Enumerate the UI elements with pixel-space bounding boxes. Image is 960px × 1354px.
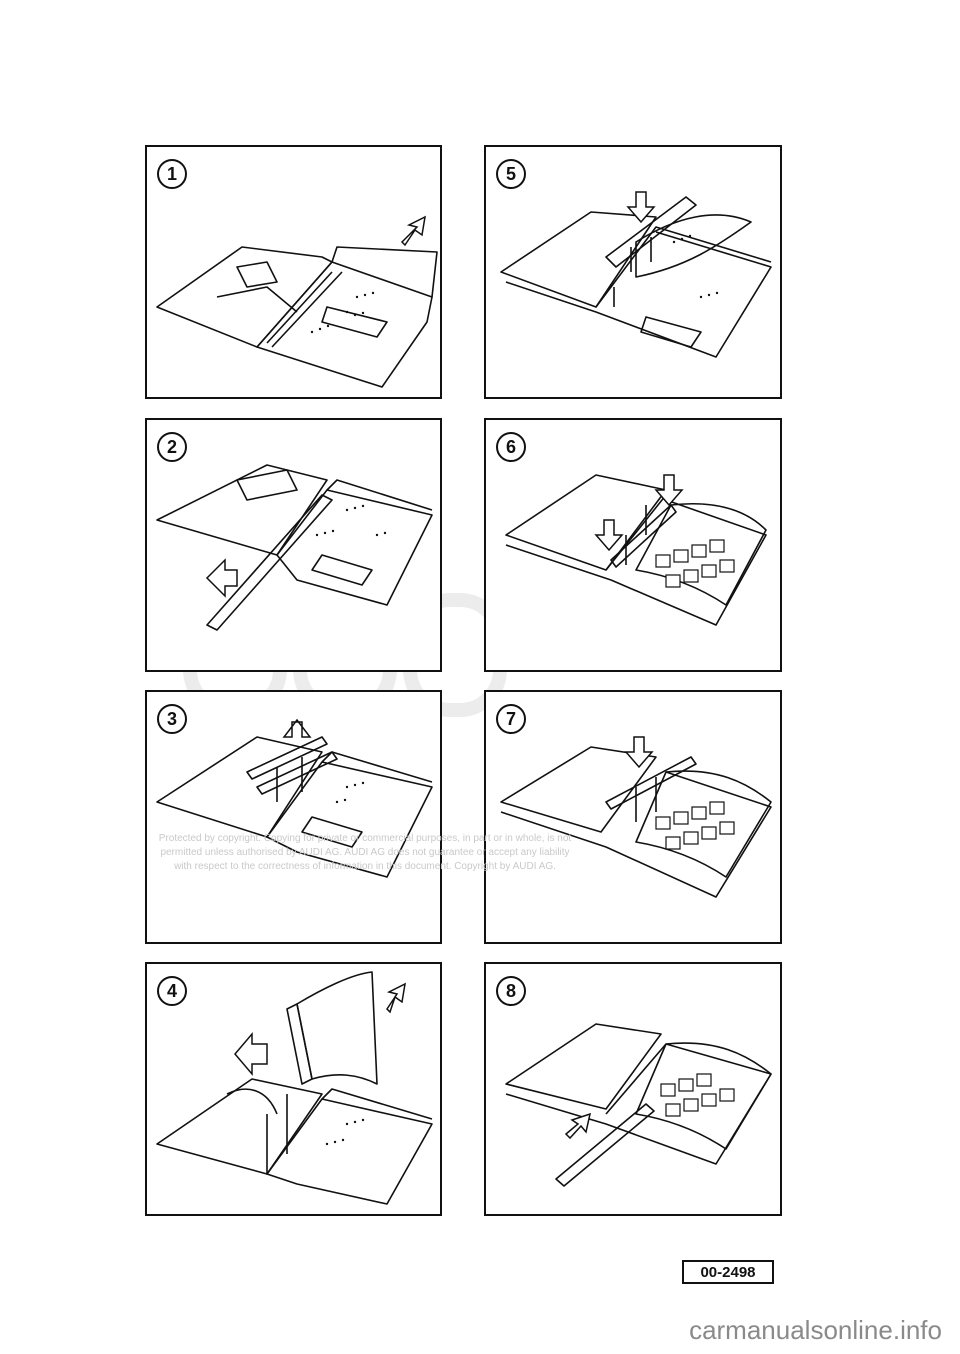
binder-folder-illustration [156,464,433,631]
step-panel-2: 2 [145,418,442,672]
step-panel-7: 7 [484,690,782,944]
step-number-badge: 6 [496,432,526,462]
binder-folder-illustration [505,1023,772,1187]
binder-folder-illustration [500,191,772,358]
step-number-badge: 4 [157,976,187,1006]
step-number-badge: 2 [157,432,187,462]
binder-folder-illustration [500,736,772,898]
binder-folder-illustration [156,718,433,878]
step-number-badge: 1 [157,159,187,189]
binder-folder-illustration [505,474,767,626]
binder-folder-illustration [156,971,433,1205]
step-panel-1: 1 [145,145,442,399]
step-panel-5: 5 [484,145,782,399]
copyright-line: Protected by copyright. Copying for priv… [158,833,572,844]
copyright-watermark: Protected by copyright. Copying for priv… [150,832,580,874]
binder-folder-illustration [156,215,438,388]
step-number-badge: 8 [496,976,526,1006]
site-footer: carmanualsonline.info [689,1315,942,1345]
step-number-badge: 7 [496,704,526,734]
step-panel-8: 8 [484,962,782,1216]
copyright-line: permitted unless authorised by AUDI AG. … [160,847,570,858]
step-panel-6: 6 [484,418,782,672]
step-panel-3: 3 [145,690,442,944]
step-panel-4: 4 [145,962,442,1216]
step-number-badge: 5 [496,159,526,189]
copyright-line: with respect to the correctness of infor… [174,861,556,872]
step-number-badge: 3 [157,704,187,734]
figure-code: 00-2498 [682,1260,774,1284]
